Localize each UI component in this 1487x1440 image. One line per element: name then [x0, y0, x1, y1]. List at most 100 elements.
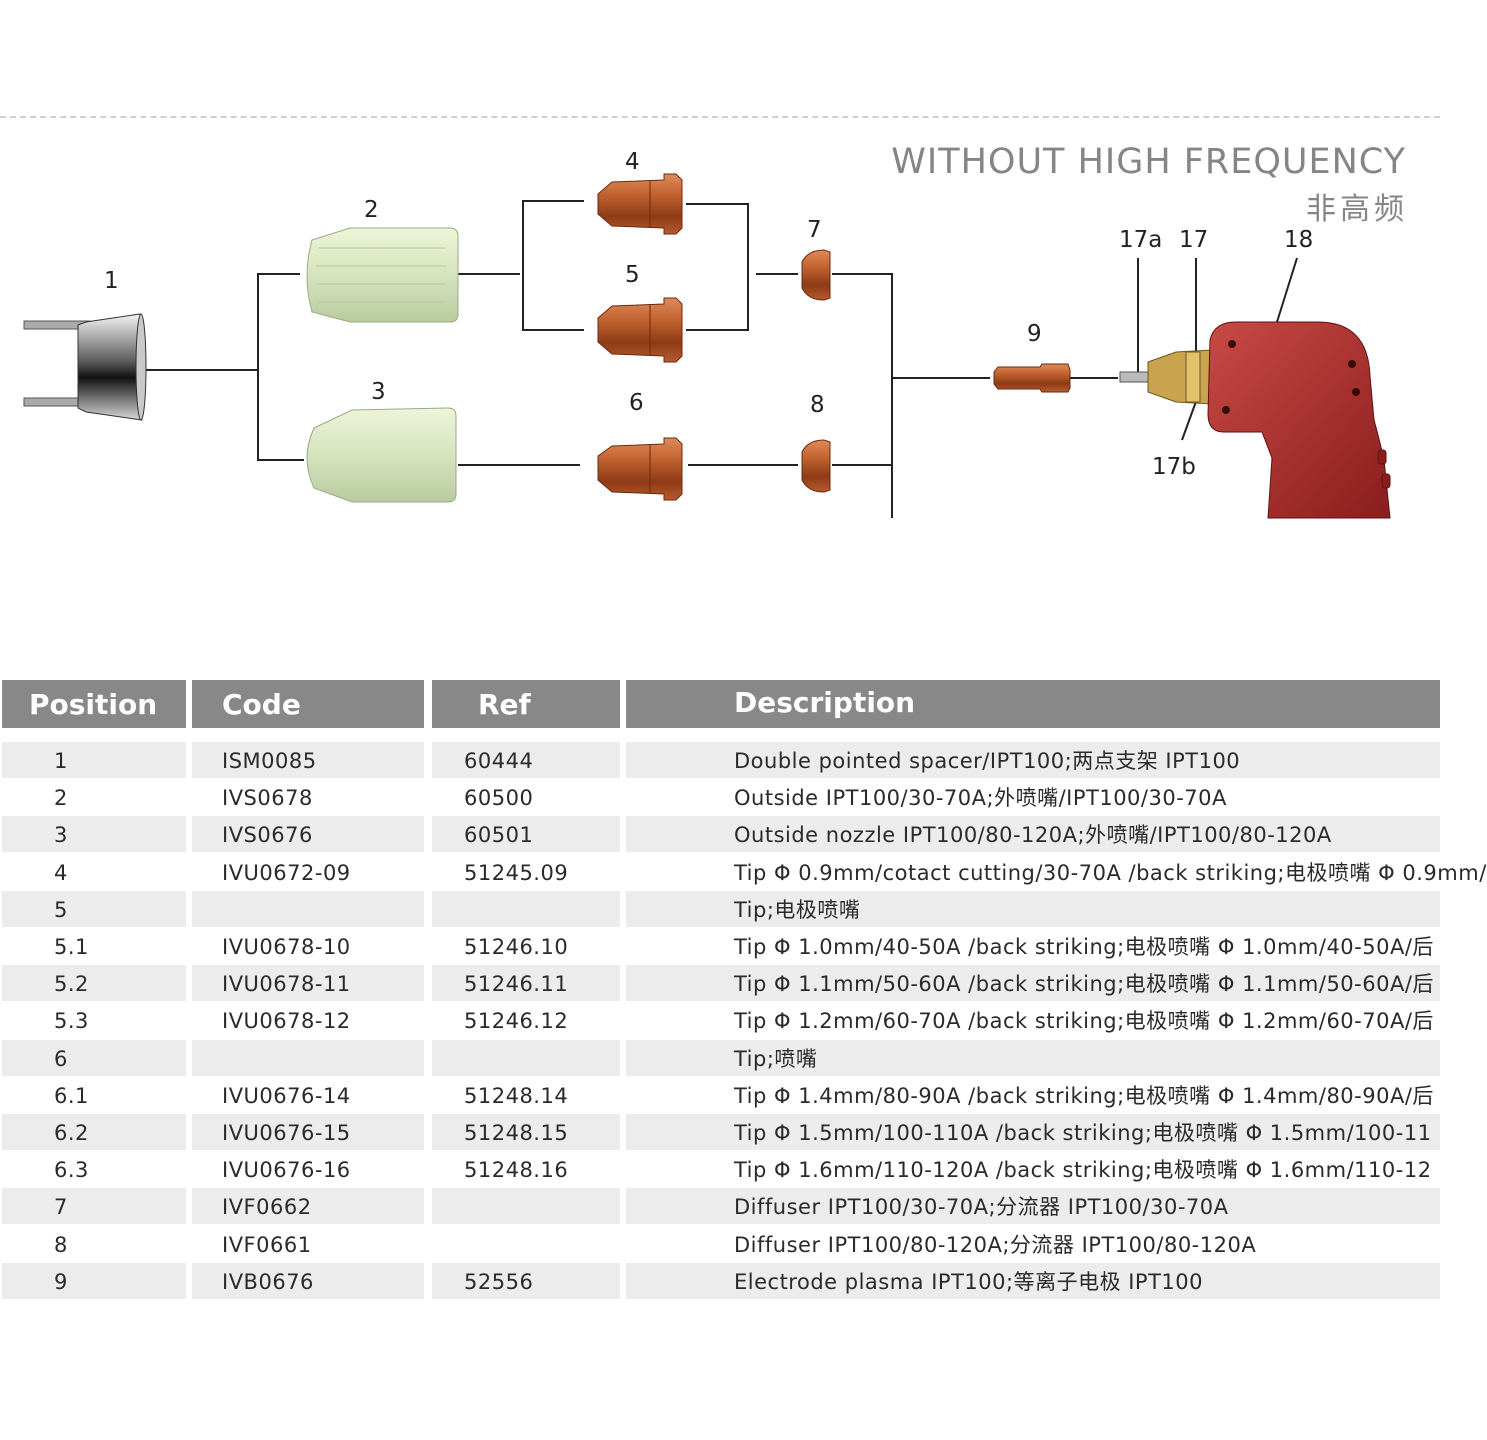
callout-17: 17 [1179, 227, 1209, 253]
callout-7: 7 [807, 217, 822, 243]
torch-body [1119, 321, 1391, 519]
cell-description: Tip Φ 1.0mm/40-50A /back striking;电极喷嘴 Φ… [734, 935, 1434, 959]
cell-position: 1 [2, 742, 186, 778]
cell-description: Tip;喷嘴 [626, 1039, 1440, 1076]
cell-code [192, 1039, 424, 1076]
dashed-divider [0, 116, 1440, 118]
cell-code [192, 890, 424, 927]
cell-position: 7 [2, 1188, 186, 1225]
outside-nozzle-part-2 [306, 227, 459, 323]
cell-description: Double pointed spacer/IPT100;两点支架 IPT100 [626, 742, 1440, 778]
outside-nozzle-part-3 [306, 407, 457, 503]
table-row: 6.1 IVU0676-14 51248.14 Tip Φ 1.4mm/80-90A … [0, 1077, 1440, 1113]
callout-9: 9 [1027, 321, 1042, 347]
header-code: Code [192, 680, 424, 728]
cell-ref: 60500 [464, 786, 534, 811]
cell-position: 3 [2, 816, 186, 853]
cell-position: 6.3 [54, 1158, 89, 1183]
header-ref: Ref [432, 680, 620, 728]
cell-ref [432, 890, 620, 927]
cell-description: Tip Φ 1.1mm/50-60A /back striking;电极喷嘴 Φ… [626, 965, 1440, 1002]
cell-position: 5.1 [54, 935, 89, 959]
cell-code: IVS0678 [222, 786, 313, 811]
callout-5: 5 [625, 262, 640, 288]
cell-ref: 51248.15 [432, 1114, 620, 1150]
callout-17b: 17b [1152, 454, 1196, 480]
cell-description: Tip Φ 1.4mm/80-90A /back striking;电极喷嘴 Φ… [734, 1083, 1434, 1108]
cell-description: Tip Φ 0.9mm/cotact cutting/30-70A /back … [734, 860, 1487, 885]
tip-part-5 [597, 297, 683, 363]
cell-code: IVB0676 [192, 1262, 424, 1299]
cell-description: Tip Φ 1.2mm/60-70A /back striking;电极喷嘴 Φ… [734, 1009, 1434, 1034]
cell-code: IVU0676-15 [192, 1114, 424, 1150]
tip-part-6 [597, 437, 683, 501]
cell-ref [432, 1039, 620, 1076]
cell-code: IVU0678-10 [222, 935, 351, 959]
cell-code: IVF0662 [192, 1188, 424, 1225]
cell-description: Electrode plasma IPT100;等离子电极 IPT100 [626, 1262, 1440, 1299]
parts-illustration [23, 173, 1391, 519]
header-position: Position [2, 680, 186, 728]
diagram-subtitle: 非高频 [1306, 192, 1408, 227]
cell-code: IVU0676-16 [222, 1158, 351, 1183]
callout-3: 3 [371, 379, 386, 405]
table-row: 6.3 IVU0676-16 51248.16 Tip Φ 1.6mm/110-120… [0, 1151, 1440, 1187]
callout-17a: 17a [1119, 227, 1163, 253]
cell-code: ISM0085 [192, 742, 424, 778]
cell-ref: 51246.10 [464, 935, 569, 959]
cell-position: 5.2 [2, 965, 186, 1002]
callout-6: 6 [629, 390, 644, 416]
cell-description: Outside IPT100/30-70A;外喷嘴/IPT100/30-70A [734, 786, 1227, 811]
cell-ref: 51248.16 [464, 1158, 569, 1183]
cell-position: 6.2 [2, 1114, 186, 1150]
tip-part-4 [597, 173, 683, 235]
cell-position: 2 [54, 786, 68, 811]
cell-position: 6 [2, 1039, 186, 1076]
callout-8: 8 [810, 392, 825, 418]
cell-position: 8 [54, 1232, 68, 1257]
cell-ref: 51248.14 [464, 1083, 569, 1108]
connector-lines [146, 200, 1298, 518]
diagram-title: WITHOUT HIGH FREQUENCY [891, 142, 1406, 182]
cell-description: Diffuser IPT100/80-120A;分流器 IPT100/80-12… [734, 1232, 1257, 1257]
callout-4: 4 [625, 149, 640, 175]
cell-description: Diffuser IPT100/30-70A;分流器 IPT100/30-70A [626, 1188, 1440, 1225]
cell-position: 6.1 [54, 1083, 89, 1108]
header-description: Description [626, 680, 1440, 728]
cell-ref: 52556 [432, 1262, 620, 1299]
cell-position: 4 [54, 860, 68, 885]
electrode-part-9 [993, 363, 1071, 393]
table-row: 5.1 IVU0678-10 51246.10 Tip Φ 1.0mm/40-50A … [0, 928, 1440, 964]
cell-description: Outside nozzle IPT100/80-120A;外喷嘴/IPT100… [626, 816, 1440, 853]
cell-position: 9 [2, 1262, 186, 1299]
cell-code: IVU0676-14 [222, 1083, 351, 1108]
cell-code: IVU0678-11 [192, 965, 424, 1002]
cell-code: IVF0661 [222, 1232, 312, 1257]
cell-ref: 51246.11 [432, 965, 620, 1002]
cell-code: IVS0676 [192, 816, 424, 853]
table-row: 8 IVF0661 Diffuser IPT100/80-120A;分流器 IPT1… [0, 1226, 1440, 1262]
diffuser-part-7 [801, 249, 831, 301]
diffuser-part-8 [801, 439, 831, 493]
table-row: 6 Tip;喷嘴 [0, 1039, 1440, 1076]
exploded-parts-diagram: WITHOUT HIGH FREQUENCY 非高频 [0, 0, 1440, 600]
cell-ref: 60501 [432, 816, 620, 853]
spacer-part-1 [23, 313, 147, 421]
cell-description: Tip;电极喷嘴 [626, 890, 1440, 927]
cell-ref: 60444 [432, 742, 620, 778]
cell-ref: 51246.12 [464, 1009, 569, 1034]
cell-ref [432, 1188, 620, 1225]
cell-ref [432, 1226, 620, 1262]
cell-ref: 51245.09 [464, 860, 569, 885]
callout-2: 2 [364, 197, 379, 223]
cell-description: Tip Φ 1.6mm/110-120A /back striking;电极喷嘴… [734, 1158, 1432, 1183]
callout-18: 18 [1284, 227, 1314, 253]
